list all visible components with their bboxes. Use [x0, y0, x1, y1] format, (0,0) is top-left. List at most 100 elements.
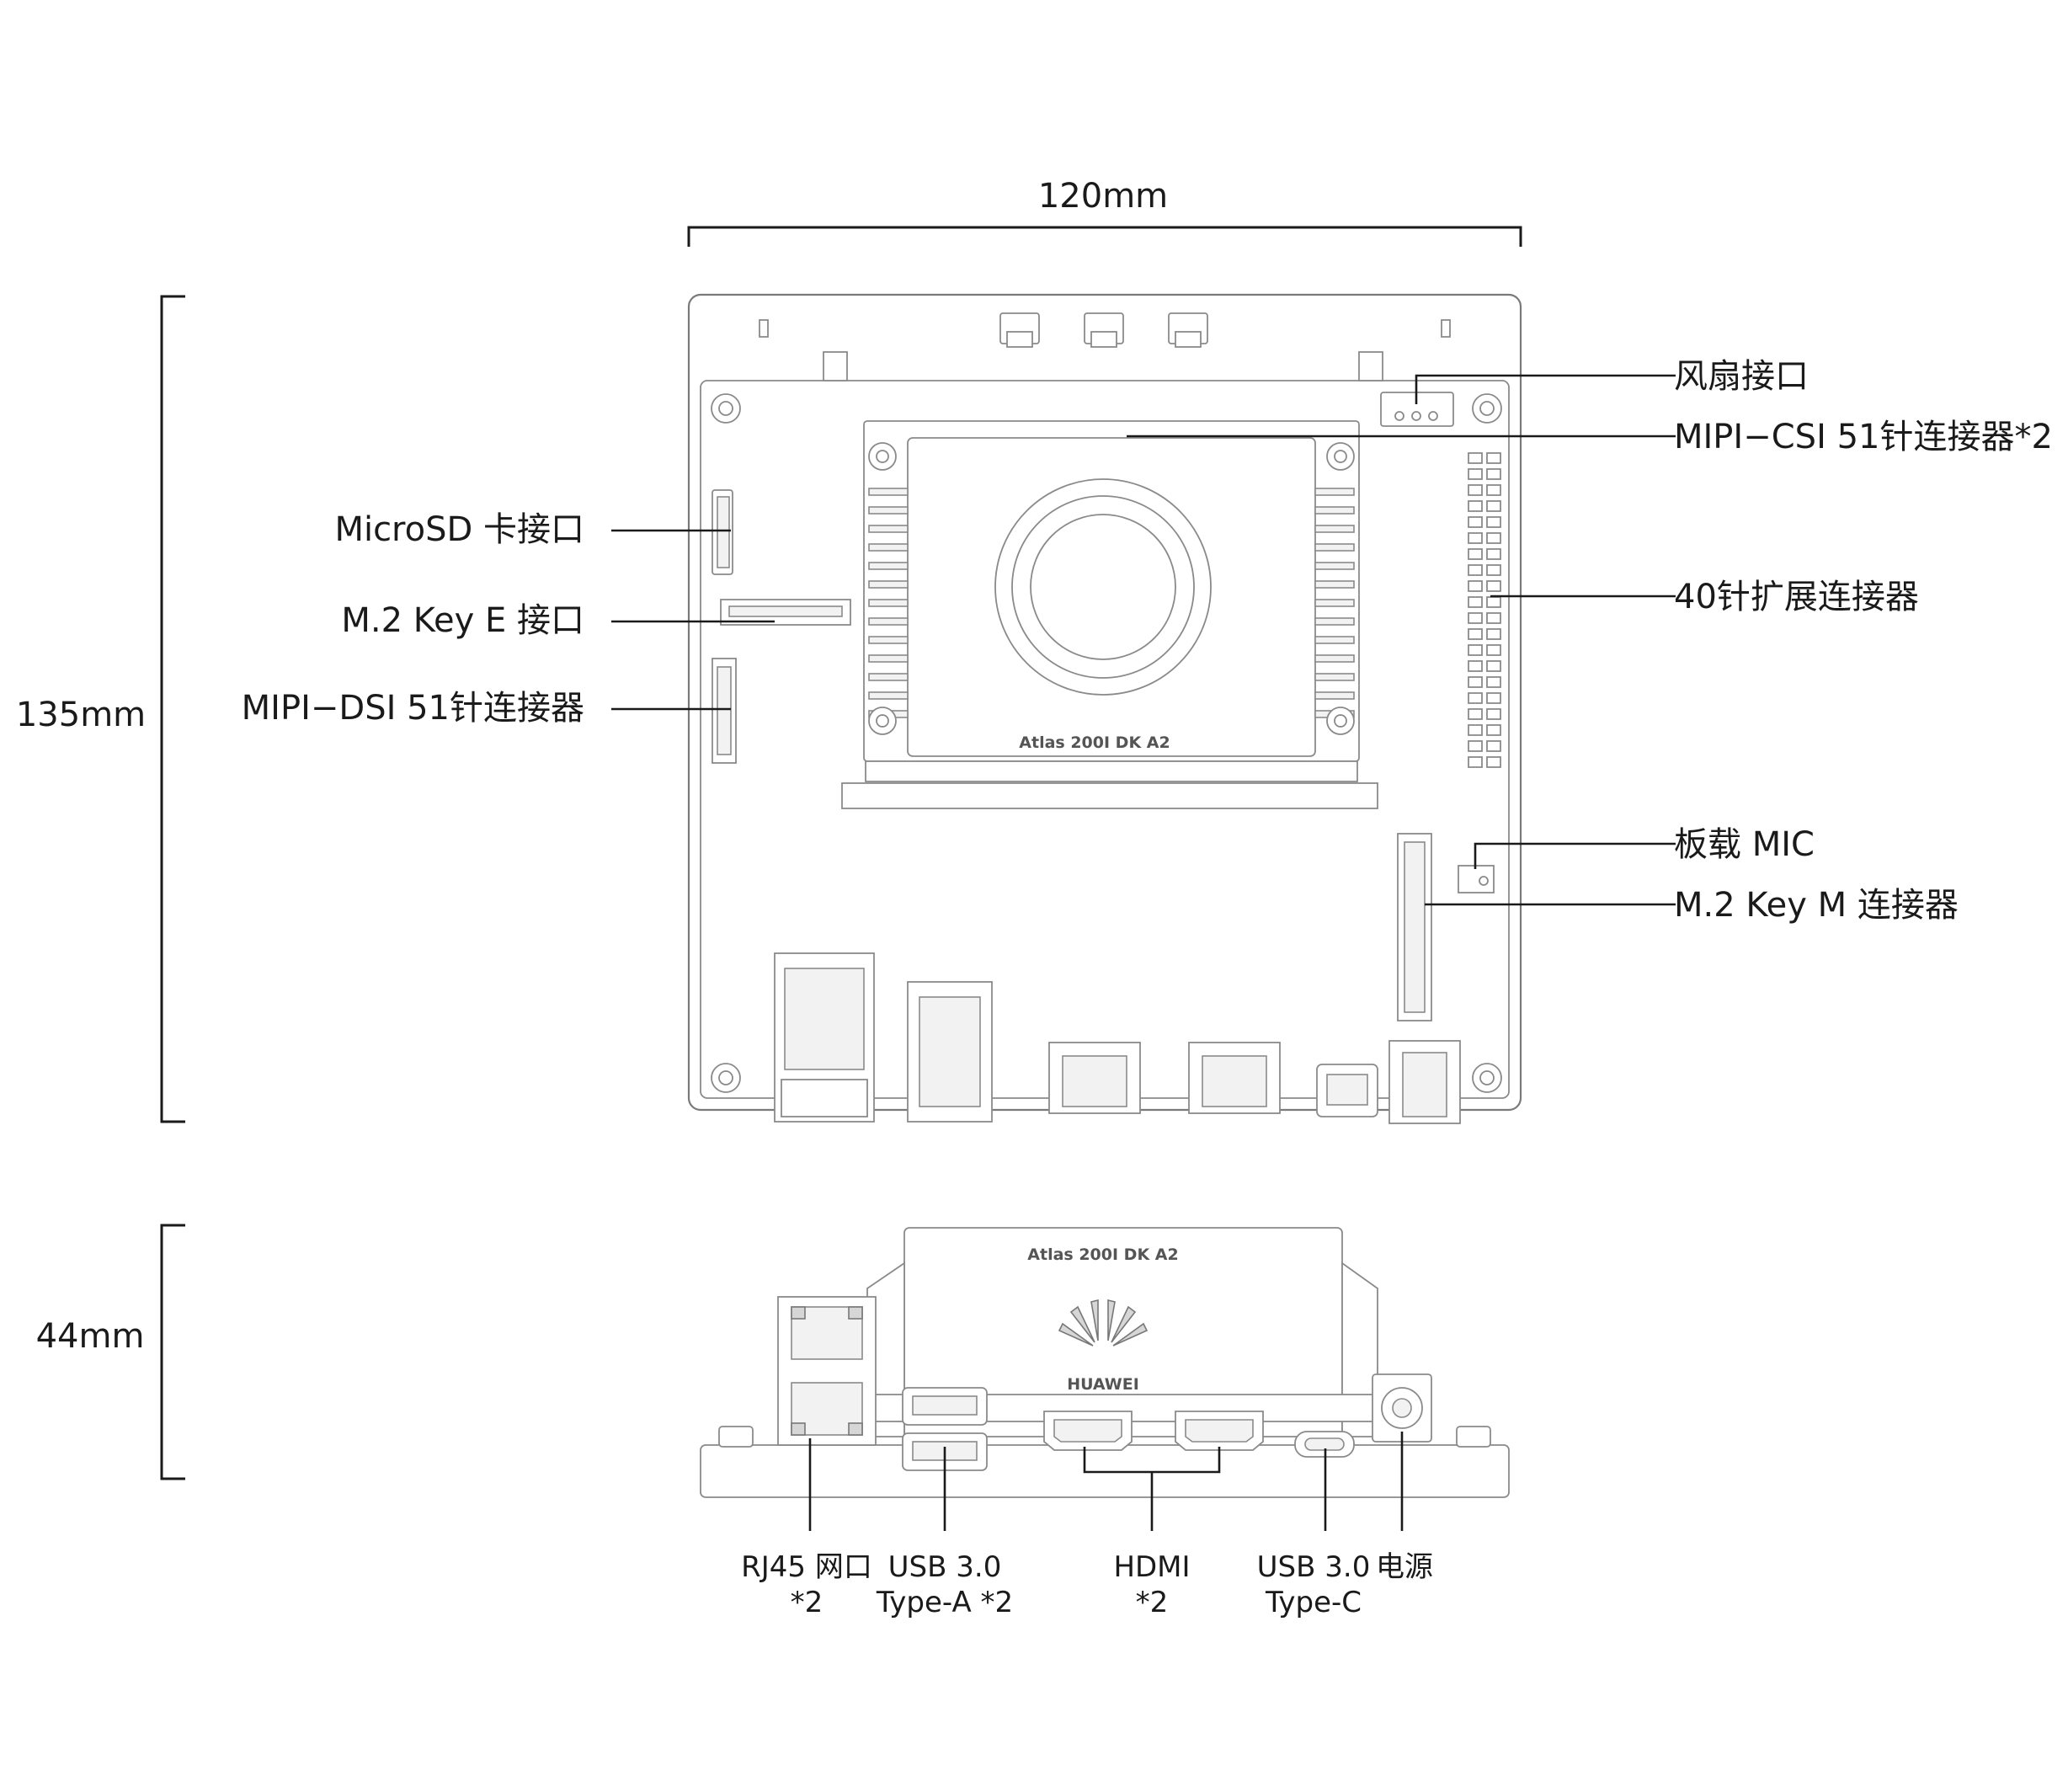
usb-c-port-side [1294, 1431, 1355, 1458]
heatsink-fin [1314, 617, 1355, 626]
m2-key-m-connector [1397, 833, 1432, 1021]
gpio-pin [1486, 644, 1501, 656]
dimension-width-bracket [687, 226, 1522, 247]
gpio-pin [1486, 676, 1501, 688]
model-label-top: Atlas 200I DK A2 [1019, 733, 1170, 752]
model-label-side: Atlas 200I DK A2 [1027, 1245, 1178, 1264]
rj45-ports-side [777, 1296, 877, 1446]
gpio-pin [1468, 628, 1483, 640]
gpio-pin [1468, 612, 1483, 624]
dimension-height-bracket [160, 295, 185, 1123]
heatsink-fin [1314, 599, 1355, 607]
label-mipi-csi: MIPI−CSI 51针连接器*2 [1674, 418, 2053, 456]
heatsink-fin [868, 562, 909, 570]
m2-key-e-connector [720, 599, 851, 626]
heatsink-fin [868, 691, 909, 700]
rj45-top-view [774, 952, 875, 1123]
gpio-pin [1468, 452, 1483, 464]
label-m2-key-e: M.2 Key E 接口 [341, 601, 584, 640]
label-gpio40: 40针扩展连接器 [1674, 578, 1919, 616]
gpio-pin [1486, 724, 1501, 736]
heatsink-fin [1314, 654, 1355, 663]
huawei-logo [1058, 1299, 1149, 1347]
gpio-pin [1486, 660, 1501, 672]
gpio-pin [1468, 740, 1483, 752]
heatsink-fin [868, 599, 909, 607]
heatsink-fin [868, 617, 909, 626]
gpio-pin [1468, 676, 1483, 688]
leader-lines [611, 374, 1676, 1531]
gpio-pin [1486, 708, 1501, 720]
label-fan: 风扇接口 [1674, 357, 1809, 396]
heatsink-fin [1314, 506, 1355, 515]
gpio-pin [1468, 580, 1483, 592]
heatsink-fin [1314, 543, 1355, 552]
gpio-pin [1486, 612, 1501, 624]
dc-power-port-side [1372, 1373, 1432, 1443]
gpio-pin [1468, 708, 1483, 720]
heatsink-fin [868, 654, 909, 663]
label-usb-c-line2: Type-C [1265, 1586, 1362, 1619]
gpio-pin [1486, 596, 1501, 608]
mipi-dsi-connector [712, 658, 737, 764]
usb-c-top-view [1316, 1064, 1378, 1117]
gpio-pin [1486, 740, 1501, 752]
gpio-pin [1486, 756, 1501, 768]
label-rj45-line2: *2 [791, 1586, 823, 1619]
gpio-pin [1486, 628, 1501, 640]
gpio-pin [1468, 644, 1483, 656]
label-mipi-dsi: MIPI−DSI 51针连接器 [242, 689, 584, 728]
gpio-pin [1468, 692, 1483, 704]
dc-power-top-view [1388, 1040, 1461, 1124]
heatsink-module [841, 420, 1378, 809]
gpio-pin [1486, 468, 1501, 480]
heatsink-fin [1314, 488, 1355, 496]
label-microsd: MicroSD 卡接口 [334, 510, 584, 549]
gpio-pin [1486, 484, 1501, 496]
gpio-pin [1486, 580, 1501, 592]
onboard-mic [1458, 865, 1495, 893]
heatsink-fin [1314, 673, 1355, 681]
heatsink-fin [868, 580, 909, 589]
gpio-pin [1468, 660, 1483, 672]
gpio-pin [1486, 516, 1501, 528]
gpio-pin [1486, 548, 1501, 560]
heatsink-fin [868, 543, 909, 552]
heatsink-fin [1314, 562, 1355, 570]
heatsink-fin [868, 488, 909, 496]
label-usb-c-line1: USB 3.0 [1257, 1550, 1371, 1584]
gpio-pin [1468, 756, 1483, 768]
label-usb-a-line1: USB 3.0 [888, 1550, 1002, 1584]
gpio-pin [1486, 500, 1501, 512]
gpio-pin [1468, 596, 1483, 608]
microsd-slot [712, 489, 733, 575]
hdmi-ports-side [1043, 1411, 1264, 1451]
label-hdmi-line2: *2 [1136, 1586, 1169, 1619]
gpio-pin [1486, 532, 1501, 544]
heatsink-fin [868, 673, 909, 681]
gpio-40pin-header [1468, 452, 1501, 768]
label-mic: 板载 MIC [1674, 825, 1815, 864]
gpio-pin [1468, 500, 1483, 512]
gpio-pin [1468, 484, 1483, 496]
label-m2-key-m: M.2 Key M 连接器 [1674, 886, 1959, 925]
heatsink-fin [868, 636, 909, 644]
gpio-pin [1468, 532, 1483, 544]
gpio-pin [1486, 452, 1501, 464]
dimension-side-height-label: 44mm [36, 1317, 145, 1356]
heatsink-fin [1314, 636, 1355, 644]
gpio-pin [1486, 692, 1501, 704]
gpio-pin [1468, 548, 1483, 560]
gpio-pin [1468, 724, 1483, 736]
brand-label: HUAWEI [1067, 1375, 1139, 1394]
hdmi-top-view [1048, 1042, 1281, 1114]
label-usb-a-line2: Type-A *2 [876, 1586, 1013, 1619]
usb-a-top-view [907, 981, 993, 1123]
label-power: 电源 [1376, 1550, 1433, 1584]
label-hdmi-line1: HDMI [1113, 1550, 1190, 1584]
gpio-pin [1468, 516, 1483, 528]
label-rj45-line1: RJ45 网口 [741, 1550, 872, 1584]
gpio-pin [1468, 468, 1483, 480]
